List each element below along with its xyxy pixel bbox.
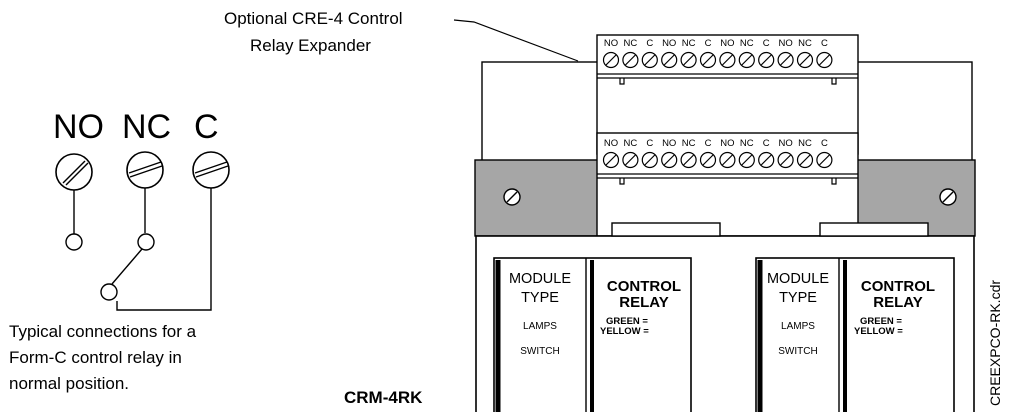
- expander-terminal-label-5: NC: [682, 38, 696, 49]
- panel-2-lamps: LAMPS: [781, 321, 815, 332]
- form-c-wire-c: [116, 188, 212, 311]
- crm-terminal-screw-4: [661, 151, 678, 169]
- form-c-caption-line-2: Form-C control relay in: [9, 348, 182, 367]
- form-c-label-no: NO: [53, 108, 104, 146]
- form-c-armature: [111, 248, 143, 285]
- crm-terminal-label-10: NO: [778, 138, 792, 149]
- expander-terminal-label-6: C: [705, 38, 712, 49]
- panel-2: MODULE TYPE LAMPS SWITCH CONTROL RELAY G…: [755, 257, 955, 412]
- crm-terminal-label-12: C: [821, 138, 828, 149]
- callout-line-1: Optional CRE-4 Control: [224, 9, 403, 28]
- crm-terminal-label-9: C: [763, 138, 770, 149]
- mounting-screw-right: [939, 188, 957, 206]
- file-label: CREEXPCO-RK.cdr: [987, 280, 1003, 406]
- crm-terminal-screw-6: [699, 151, 717, 169]
- module-tab-right: [819, 222, 929, 237]
- panel-2-yellow: YELLOW =: [854, 326, 903, 337]
- panel-1-module-line-1: MODULE: [509, 271, 571, 287]
- form-c-screw-c: [192, 151, 230, 189]
- expander-terminal-screw-8: [738, 51, 755, 69]
- expander-terminal-label-7: NO: [720, 38, 734, 49]
- crm-terminal-label-2: NC: [624, 138, 638, 149]
- crm-terminal-label-6: C: [705, 138, 712, 149]
- panel-1-switch: SWITCH: [520, 346, 559, 357]
- panel-2-relay-line-2: RELAY: [873, 294, 922, 311]
- crm-terminal-screw-8: [738, 151, 755, 169]
- expander-terminal-screw-3: [641, 51, 658, 69]
- expander-terminal-label-9: C: [763, 38, 770, 49]
- module-tab-left: [611, 222, 721, 237]
- crm-terminal-label-7: NO: [720, 138, 734, 149]
- crm-terminal-screw-9: [758, 151, 775, 169]
- crm-terminal-screw-2: [622, 151, 639, 169]
- crm-terminal-label-11: NC: [798, 138, 812, 149]
- crm-terminal-screw-3: [641, 151, 658, 169]
- expander-terminal-label-10: NO: [778, 38, 792, 49]
- crm-terminal-block: NO NC C NO NC C NO NC C NO NC C: [596, 132, 859, 237]
- crm-terminal-label-8: NC: [740, 138, 754, 149]
- form-c-contact-no: [65, 233, 83, 251]
- expander-terminal-screw-5: [680, 51, 697, 69]
- callout-leader: [453, 19, 579, 62]
- panel-1-module-line-2: TYPE: [521, 290, 559, 306]
- crm-terminal-screw-7: [719, 151, 736, 169]
- expander-terminal-screw-7: [719, 51, 736, 69]
- form-c-screw-no: [55, 153, 93, 191]
- panel-1-relay-line-1: CONTROL: [607, 278, 681, 295]
- crm-terminal-screw-10: [777, 151, 794, 169]
- crm-terminal-screw-1: [602, 151, 620, 169]
- expander-terminal-screw-6: [699, 51, 717, 69]
- form-c-caption-line-1: Typical connections for a: [9, 322, 197, 341]
- expander-terminal-screw-2: [622, 51, 639, 69]
- panel-1-yellow: YELLOW =: [600, 326, 649, 337]
- expander-terminal-label-1: NO: [604, 38, 618, 49]
- callout-line-2: Relay Expander: [250, 36, 371, 55]
- panel-1: MODULE TYPE LAMPS SWITCH CONTROL RELAY G…: [493, 257, 692, 412]
- panel-2-switch: SWITCH: [778, 346, 817, 357]
- module-body: [475, 235, 975, 412]
- crm-terminal-label-5: NC: [682, 138, 696, 149]
- model-label: CRM-4RK: [344, 388, 423, 407]
- form-c-caption-line-3: normal position.: [9, 374, 129, 393]
- form-c-contact-nc: [137, 233, 155, 251]
- crm-terminal-label-3: C: [646, 138, 653, 149]
- form-c-screw-nc: [126, 151, 164, 189]
- form-c-label-nc: NC: [122, 108, 171, 146]
- expander-terminal-screw-10: [777, 51, 794, 69]
- panel-2-module-line-1: MODULE: [767, 271, 829, 287]
- panel-2-green: GREEN =: [860, 316, 902, 327]
- expander-terminal-label-4: NO: [662, 38, 676, 49]
- expander-terminal-label-12: C: [821, 38, 828, 49]
- expander-terminal-label-8: NC: [740, 38, 754, 49]
- expander-terminal-label-11: NC: [798, 38, 812, 49]
- crm-terminal-screw-11: [796, 151, 814, 169]
- crm-terminal-label-4: NO: [662, 138, 676, 149]
- panel-1-green: GREEN =: [606, 316, 648, 327]
- panel-1-relay-line-2: RELAY: [619, 294, 668, 311]
- expander-terminal-label-2: NC: [624, 38, 638, 49]
- expander-terminal-label-3: C: [646, 38, 653, 49]
- crm-terminal-screw-5: [680, 151, 697, 169]
- expander-terminal-screw-4: [661, 51, 678, 69]
- expander-terminal-screw-11: [796, 51, 814, 69]
- crm-terminal-label-1: NO: [604, 138, 618, 149]
- mounting-screw-left: [503, 188, 521, 206]
- expander-terminal-screw-9: [758, 51, 775, 69]
- expander-terminal-screw-1: [602, 51, 620, 69]
- panel-1-lamps: LAMPS: [523, 321, 557, 332]
- form-c-label-c: C: [194, 108, 219, 146]
- panel-2-relay-line-1: CONTROL: [861, 278, 935, 295]
- expander-terminal-screw-12: [816, 51, 833, 69]
- crm-terminal-screw-12: [816, 151, 833, 169]
- form-c-pivot: [100, 283, 118, 301]
- panel-2-module-line-2: TYPE: [779, 290, 817, 306]
